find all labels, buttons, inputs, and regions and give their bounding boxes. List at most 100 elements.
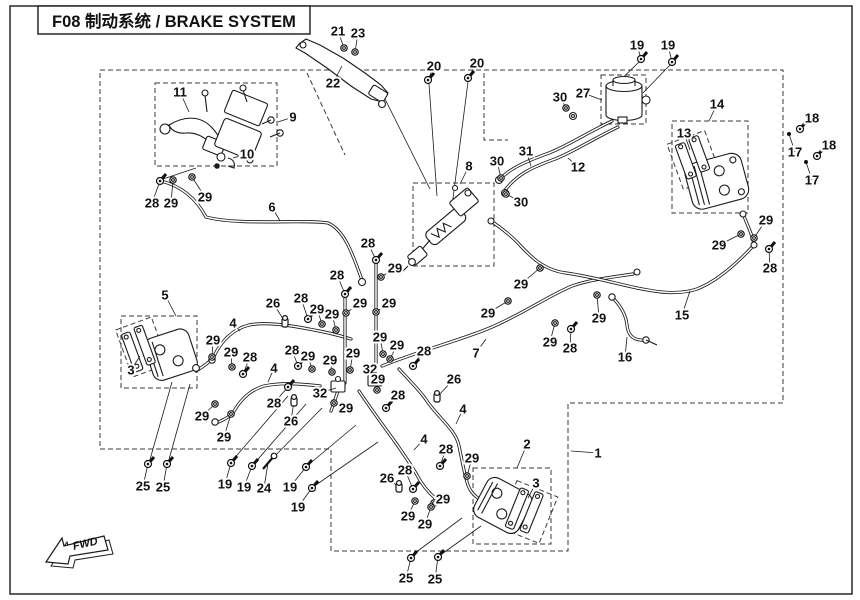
callout-number-24: 24 [257, 481, 272, 496]
callout-number-4: 4 [270, 361, 278, 376]
fwd-direction-arrow: FWD [44, 535, 114, 569]
hose-6 [159, 179, 364, 282]
callout-number-19: 19 [661, 38, 675, 53]
front-right-brake-pads [674, 135, 711, 180]
callout-number-26: 26 [447, 372, 461, 387]
callout-number-14: 14 [710, 97, 725, 112]
hose-15 [489, 212, 756, 295]
dashed-segment-1 [483, 73, 508, 141]
callout-28: 28 [561, 321, 579, 358]
callout-number-32: 32 [313, 386, 327, 401]
callout-20: 20 [423, 57, 443, 85]
callout-29: 29 [188, 173, 214, 207]
callout-number-28: 28 [243, 350, 257, 365]
callout-number-29: 29 [353, 296, 367, 311]
callout-number-29: 29 [436, 492, 450, 507]
callout-number-26: 26 [284, 414, 298, 429]
callout-28: 28 [359, 234, 384, 265]
callout-29: 29 [512, 264, 544, 294]
callout-28: 28 [265, 379, 296, 413]
callout-number-3: 3 [532, 476, 539, 491]
rear-brake-pads [504, 487, 544, 534]
callout-number-29: 29 [198, 190, 212, 205]
callout-number-7: 7 [472, 346, 479, 361]
callout-29: 29 [377, 259, 404, 281]
brake-fluid-reservoir [568, 75, 651, 124]
callout-number-20: 20 [427, 59, 441, 74]
callout-29: 29 [416, 503, 435, 534]
callout-29: 29 [308, 300, 326, 328]
callout-19: 19 [281, 459, 314, 497]
callout-17: 17 [786, 132, 804, 162]
callout-17: 17 [803, 160, 821, 190]
callout-number-29: 29 [325, 307, 339, 322]
callout-number-25: 25 [428, 572, 442, 587]
callout-number-29: 29 [712, 238, 726, 253]
callout-number-1: 1 [594, 446, 601, 461]
hose-16 [610, 295, 648, 342]
leader-line-11 [312, 441, 379, 488]
callout-23: 23 [349, 24, 367, 56]
callout-number-28: 28 [439, 442, 453, 457]
callout-29: 29 [399, 497, 419, 526]
callout-number-16: 16 [618, 350, 632, 365]
callout-29: 29 [193, 400, 219, 426]
callout-29: 29 [299, 347, 317, 373]
callout-number-30: 30 [490, 154, 504, 169]
callout-13: 13 [675, 124, 693, 151]
callout-number-29: 29 [382, 296, 396, 311]
callout-number-29: 29 [390, 338, 404, 353]
callout-15: 15 [673, 290, 691, 325]
callout-29: 29 [372, 294, 398, 316]
callout-4: 4 [267, 359, 280, 383]
rear-caliper [473, 476, 544, 535]
callout-12: 12 [567, 158, 587, 177]
leader-line-0 [428, 83, 438, 197]
callout-7: 7 [470, 338, 487, 363]
leader-line-9 [268, 407, 323, 463]
callout-29: 29 [541, 319, 559, 352]
callout-2: 2 [516, 435, 533, 469]
callout-29: 29 [321, 351, 339, 376]
callout-number-29: 29 [514, 277, 528, 292]
callout-29: 29 [330, 399, 355, 418]
junction-blocks [330, 369, 383, 393]
front-right-caliper [674, 135, 750, 210]
callout-number-19: 19 [283, 480, 297, 495]
callout-19: 19 [659, 36, 680, 67]
callout-1: 1 [570, 444, 604, 463]
callout-number-29: 29 [224, 345, 238, 360]
leader-line-13 [438, 525, 482, 557]
callout-8: 8 [459, 157, 475, 185]
callout-30: 30 [551, 88, 570, 112]
callout-11: 11 [171, 83, 190, 113]
callout-28: 28 [238, 348, 259, 379]
hose-4-rear-lower [357, 389, 438, 501]
callout-number-29: 29 [217, 430, 231, 445]
page-border [9, 5, 853, 595]
callout-number-26: 26 [266, 296, 280, 311]
callout-number-29: 29 [339, 401, 353, 416]
callout-number-4: 4 [420, 432, 428, 447]
callout-number-5: 5 [161, 288, 168, 303]
callout-22: 22 [324, 65, 343, 93]
callout-number-29: 29 [371, 372, 385, 387]
callout-number-29: 29 [592, 311, 606, 326]
leader-line-6 [167, 383, 191, 464]
callout-25: 25 [134, 456, 156, 496]
callout-number-32: 32 [363, 362, 377, 377]
callout-number-29: 29 [164, 196, 178, 211]
leader-line-5 [148, 381, 173, 464]
callout-number-2: 2 [523, 437, 530, 452]
front-left-brake-pads [121, 324, 156, 373]
callout-number-29: 29 [301, 349, 315, 364]
callout-26: 26 [378, 469, 403, 493]
callout-number-19: 19 [237, 480, 251, 495]
callout-25: 25 [154, 456, 175, 497]
callout-28: 28 [283, 341, 306, 371]
callout-number-29: 29 [206, 333, 220, 348]
hose-31 [497, 119, 614, 182]
callout-number-4: 4 [459, 402, 467, 417]
callout-28: 28 [143, 173, 168, 213]
